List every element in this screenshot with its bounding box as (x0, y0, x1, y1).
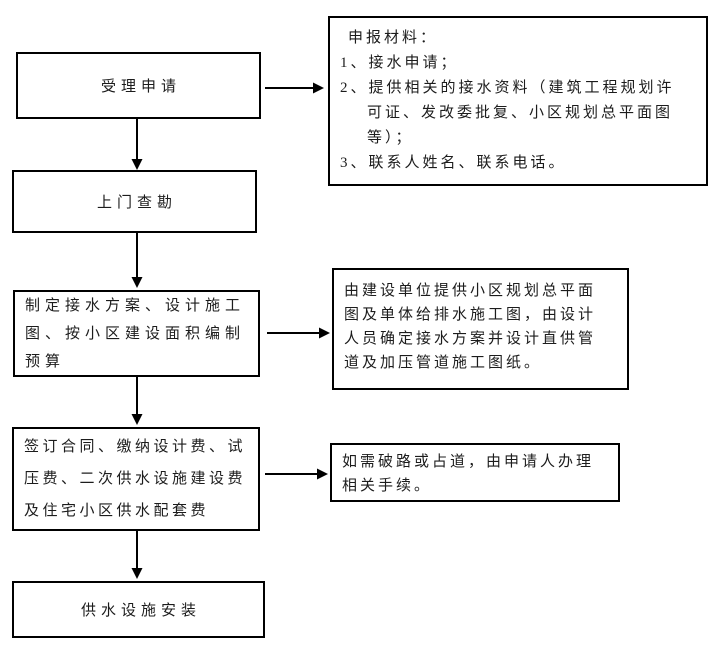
note-text-line: 如需破路或占道，由申请人办理 (342, 454, 595, 470)
step-accept-application: 受理申请 (16, 52, 261, 119)
step-contract-and-fees: 签订合同、缴纳设计费、试 压费、二次供水设施建设费 及住宅小区供水配套费 (12, 427, 260, 531)
note-text-line: 1、接水申请； (340, 55, 459, 71)
step-text-line: 签订合同、缴纳设计费、试 (24, 439, 247, 455)
step-label: 上门查勘 (96, 195, 177, 211)
note-text-line: 3、联系人姓名、联系电话。 (340, 155, 567, 171)
arrow-step2-to-step3 (131, 233, 143, 288)
arrow-step3-to-step4 (131, 377, 143, 425)
step-onsite-survey: 上门查勘 (12, 170, 257, 233)
note-text-line: 等）； (367, 130, 414, 146)
note-road-permit-procedures: 如需破路或占道，由申请人办理 相关手续。 (330, 443, 620, 502)
note-application-materials: 申报材料： 1、接水申请； 2、提供相关的接水资料（建筑工程规划许 可证、发改委… (328, 16, 708, 186)
arrow-step1-to-step2 (131, 119, 143, 170)
step-text-line: 图、按小区建设面积编制 (25, 326, 246, 342)
arrow-step1-to-note1 (265, 82, 324, 94)
step-plan-design-budget: 制定接水方案、设计施工 图、按小区建设面积编制 预算 (13, 290, 260, 377)
step-text-line: 及住宅小区供水配套费 (24, 503, 210, 519)
note-text-line: 图及单体给排水施工图，由设计 (344, 307, 597, 323)
note-design-details: 由建设单位提供小区规划总平面 图及单体给排水施工图，由设计 人员确定接水方案并设… (332, 268, 629, 390)
note-text-line: 人员确定接水方案并设计直供管 (344, 331, 597, 347)
step-text-line: 压费、二次供水设施建设费 (24, 471, 247, 487)
arrow-step4-to-note3 (265, 468, 328, 480)
note-text-line: 由建设单位提供小区规划总平面 (344, 283, 597, 299)
step-text-line: 预算 (25, 354, 66, 370)
arrow-step4-to-step5 (131, 531, 143, 579)
note-text-line: 道及加压管道施工图纸。 (344, 355, 543, 371)
note-title: 申报材料： (348, 30, 439, 46)
step-label: 供水设施安装 (80, 603, 201, 619)
note-text-line: 可证、发改委批复、小区规划总平面图 (367, 105, 674, 121)
note-text-line: 相关手续。 (342, 478, 433, 494)
step-text-line: 制定接水方案、设计施工 (25, 298, 246, 314)
step-facility-installation: 供水设施安装 (12, 581, 265, 638)
arrow-step3-to-note2 (267, 327, 330, 339)
note-text-line: 2、提供相关的接水资料（建筑工程规划许 (340, 80, 675, 96)
step-label: 受理申请 (100, 79, 181, 95)
